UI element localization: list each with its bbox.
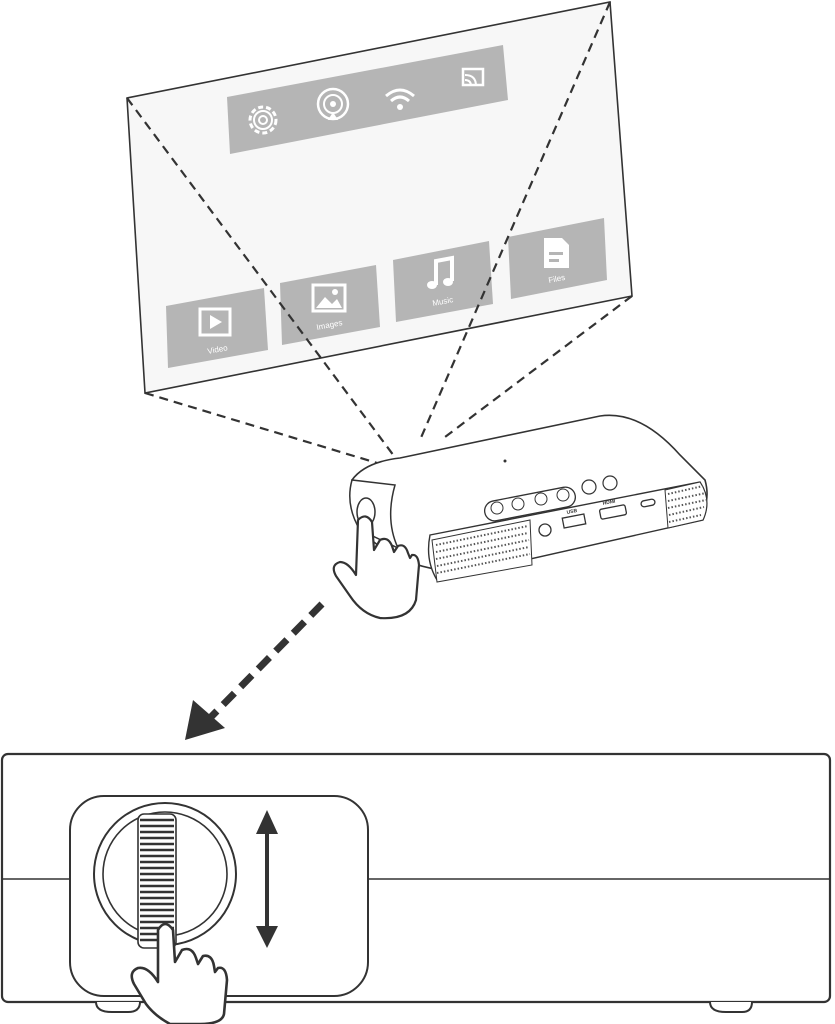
wifi-icon [385,88,415,110]
airplay-icon [316,87,350,121]
tile-music: Music [393,241,493,322]
hand-pointer-icon [332,515,421,620]
speaker-grille-right [664,481,708,529]
ports: USB HDMI [538,498,656,537]
hand-focus-icon [130,922,229,1024]
projector-device: USB HDMI [349,414,708,583]
hdmi-port-label: HDMI [602,499,616,507]
projected-screen: Video Images Music [126,1,633,394]
usb-port [561,513,587,529]
cast-icon [461,67,485,87]
tile-label-video: Video [207,343,229,356]
audio-jack-icon [538,523,552,537]
up-down-arrow-icon [256,810,278,948]
hdmi-port [598,504,628,520]
tile-video: Video [166,288,268,368]
projector-closeup [0,752,832,1024]
image-icon [311,283,347,313]
control-buttons [484,475,618,522]
focus-ring[interactable] [93,802,237,949]
usb-port-label: USB [566,508,578,516]
music-note-icon [427,255,454,289]
speaker-grille-left [431,519,533,583]
projection-beam-lines [126,1,633,468]
tile-files: Files [508,218,607,299]
tile-label-music: Music [432,295,454,308]
play-icon [198,307,232,337]
usb-c-port [640,498,656,508]
dashed-arrow [185,601,325,740]
tile-label-files: Files [548,273,566,285]
gear-icon [248,105,278,135]
file-icon [544,238,569,268]
tile-images: Images [280,265,380,345]
top-icon-bar [227,45,508,154]
